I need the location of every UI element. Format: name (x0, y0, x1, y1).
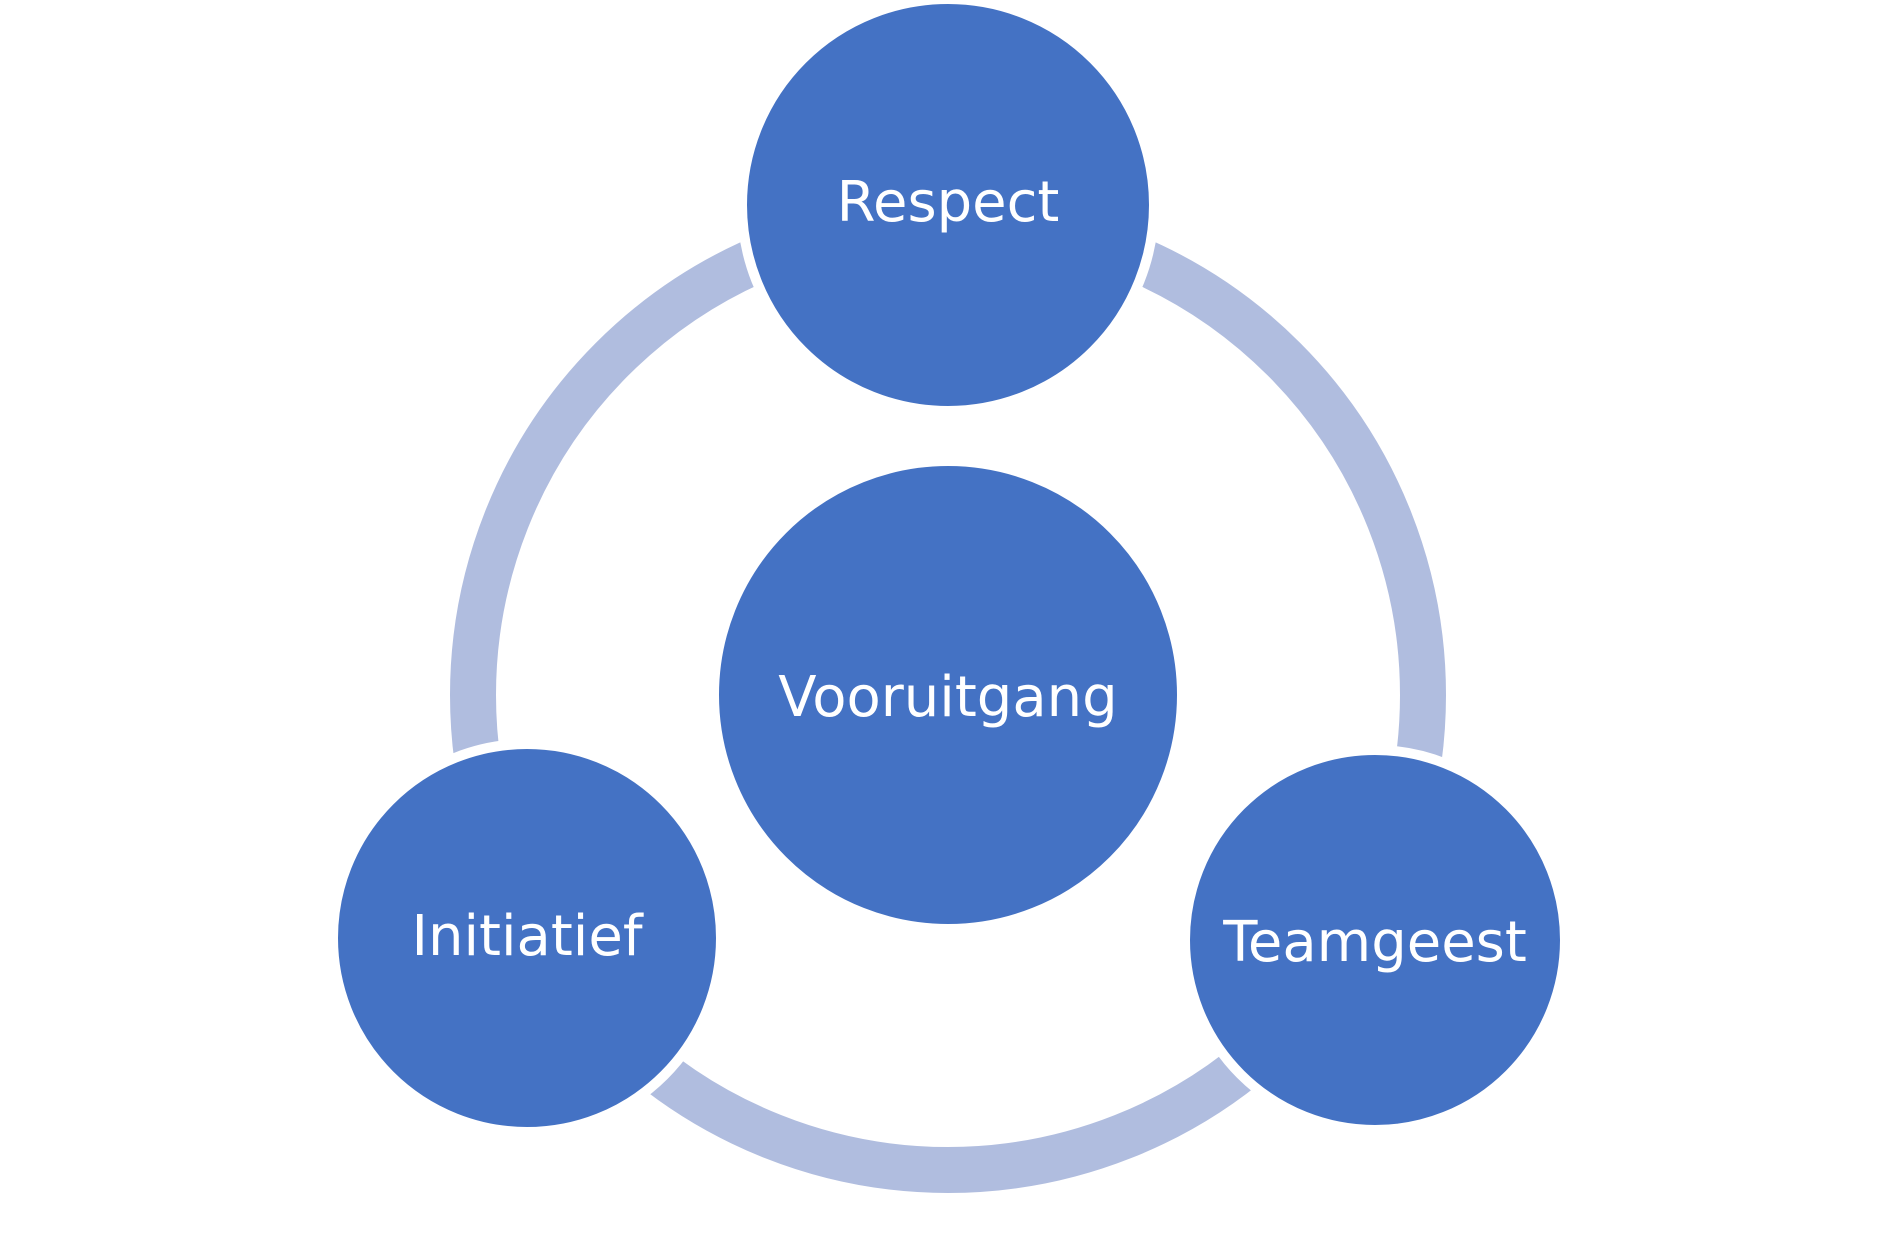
node-respect: Respect (737, 0, 1159, 416)
center-node-label: Vooruitgang (778, 665, 1117, 730)
node-respect-circle (737, 0, 1159, 416)
center-node-circle (711, 458, 1185, 932)
node-initiatief-label: Initiatief (411, 904, 643, 969)
node-teamgeest: Teamgeest (1180, 745, 1570, 1135)
node-respect-label: Respect (837, 170, 1060, 235)
node-teamgeest-label: Teamgeest (1222, 910, 1527, 975)
center-node: Vooruitgang (711, 458, 1185, 932)
node-initiatief: Initiatief (328, 739, 726, 1137)
node-initiatief-circle (328, 739, 726, 1137)
node-teamgeest-circle (1180, 745, 1570, 1135)
